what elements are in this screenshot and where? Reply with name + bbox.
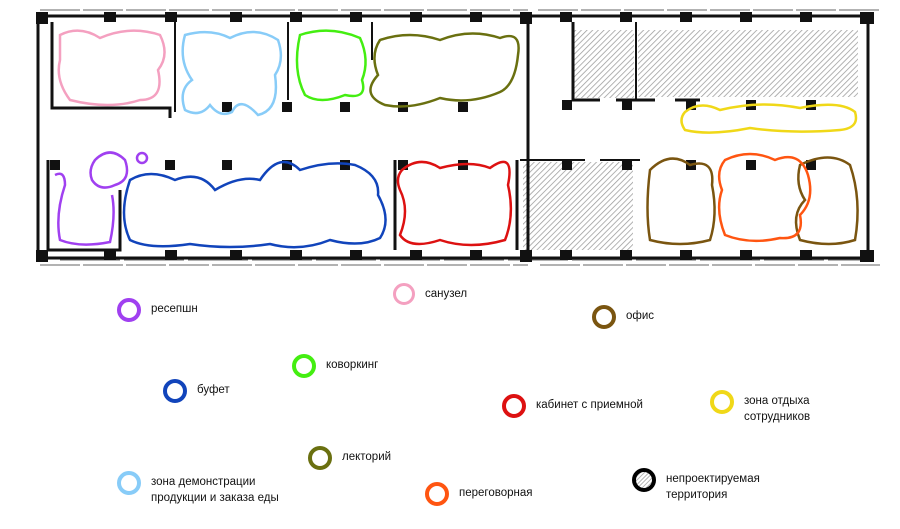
wc-ring-icon	[393, 283, 415, 305]
legend-item-wc: санузел	[393, 283, 467, 305]
legend-label: буфет	[197, 384, 230, 396]
legend-label: лекторий	[342, 451, 392, 463]
zone-office-2	[794, 156, 859, 246]
legend-item-buffet: буфет	[163, 379, 230, 403]
zone-meeting	[717, 152, 812, 243]
zone-office-1	[646, 157, 716, 246]
legend-label: переговорная	[459, 487, 533, 499]
zone-coworking	[295, 29, 367, 102]
cabinet-ring-icon	[502, 394, 526, 418]
legend-label: офис	[626, 310, 655, 322]
office-ring-icon	[592, 305, 616, 329]
reception-ring-icon	[117, 298, 141, 322]
zone-cabinet	[396, 160, 513, 247]
buffet-ring-icon	[163, 379, 187, 403]
hatched-ring-icon	[632, 468, 656, 492]
zone-reception	[54, 151, 129, 246]
demo-ring-icon	[117, 471, 141, 495]
lecture-ring-icon	[308, 446, 332, 470]
legend-label: коворкинг	[326, 359, 379, 371]
coworking-ring-icon	[292, 354, 316, 378]
legend-label: ресепшн	[151, 303, 198, 315]
zone-lecture	[369, 32, 520, 108]
zone-rest	[680, 103, 858, 134]
legend-item-coworking: коворкинг	[292, 354, 378, 378]
zone-reception-dot	[135, 151, 149, 165]
rest-ring-icon	[710, 390, 734, 414]
meeting-ring-icon	[425, 482, 449, 506]
zone-buffet	[122, 160, 387, 249]
unplanned-areas	[523, 30, 858, 250]
legend-item-lecture: лекторий	[308, 446, 391, 470]
zone-demo	[181, 30, 283, 117]
legend-item-cabinet: кабинет с приемной	[502, 394, 643, 418]
zone-wc	[57, 29, 166, 107]
legend-label: санузел	[425, 288, 468, 300]
legend-item-meeting: переговорная	[425, 482, 533, 506]
legend-item-office: офис	[592, 305, 654, 329]
floor-plan	[36, 9, 880, 266]
legend-item-reception: ресепшн	[117, 298, 198, 322]
legend-label: кабинет с приемной	[536, 399, 643, 411]
walls	[36, 9, 880, 266]
